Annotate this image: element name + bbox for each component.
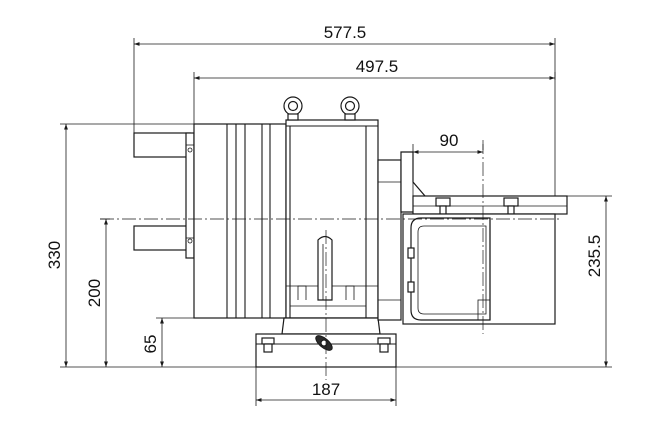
- adapter-ring: [377, 159, 402, 321]
- eye-bolt-right: [340, 96, 360, 121]
- dim-flange-width: 90: [440, 131, 459, 150]
- dimension-90: 90: [412, 131, 484, 196]
- dimension-497-5: 497.5: [193, 57, 556, 124]
- dim-overall-height: 330: [45, 241, 64, 269]
- base-foot: [255, 317, 397, 368]
- dimension-65: 65: [141, 317, 284, 367]
- dimension-330: 330: [45, 123, 256, 368]
- dim-center-height: 200: [85, 279, 104, 307]
- dim-base-width: 187: [312, 380, 340, 399]
- output-assembly: [377, 151, 568, 325]
- housing-rib: [317, 235, 333, 301]
- dimension-200: 200: [85, 218, 110, 367]
- center-lines: [100, 140, 560, 380]
- dim-base-height: 65: [141, 335, 160, 354]
- dim-overall-length: 577.5: [324, 23, 367, 42]
- dimension-187: 187: [255, 367, 397, 406]
- eye-bolt-left: [283, 96, 303, 121]
- dimension-235-5: 235.5: [396, 195, 612, 368]
- dim-output-height: 235.5: [585, 235, 604, 278]
- dim-body-length: 497.5: [356, 57, 399, 76]
- drain-plug: [315, 335, 333, 351]
- dimension-577-5: 577.5: [133, 23, 556, 196]
- motor-assembly: [133, 96, 397, 368]
- fan-cover: [133, 132, 191, 158]
- motor-end-cap: [193, 123, 287, 319]
